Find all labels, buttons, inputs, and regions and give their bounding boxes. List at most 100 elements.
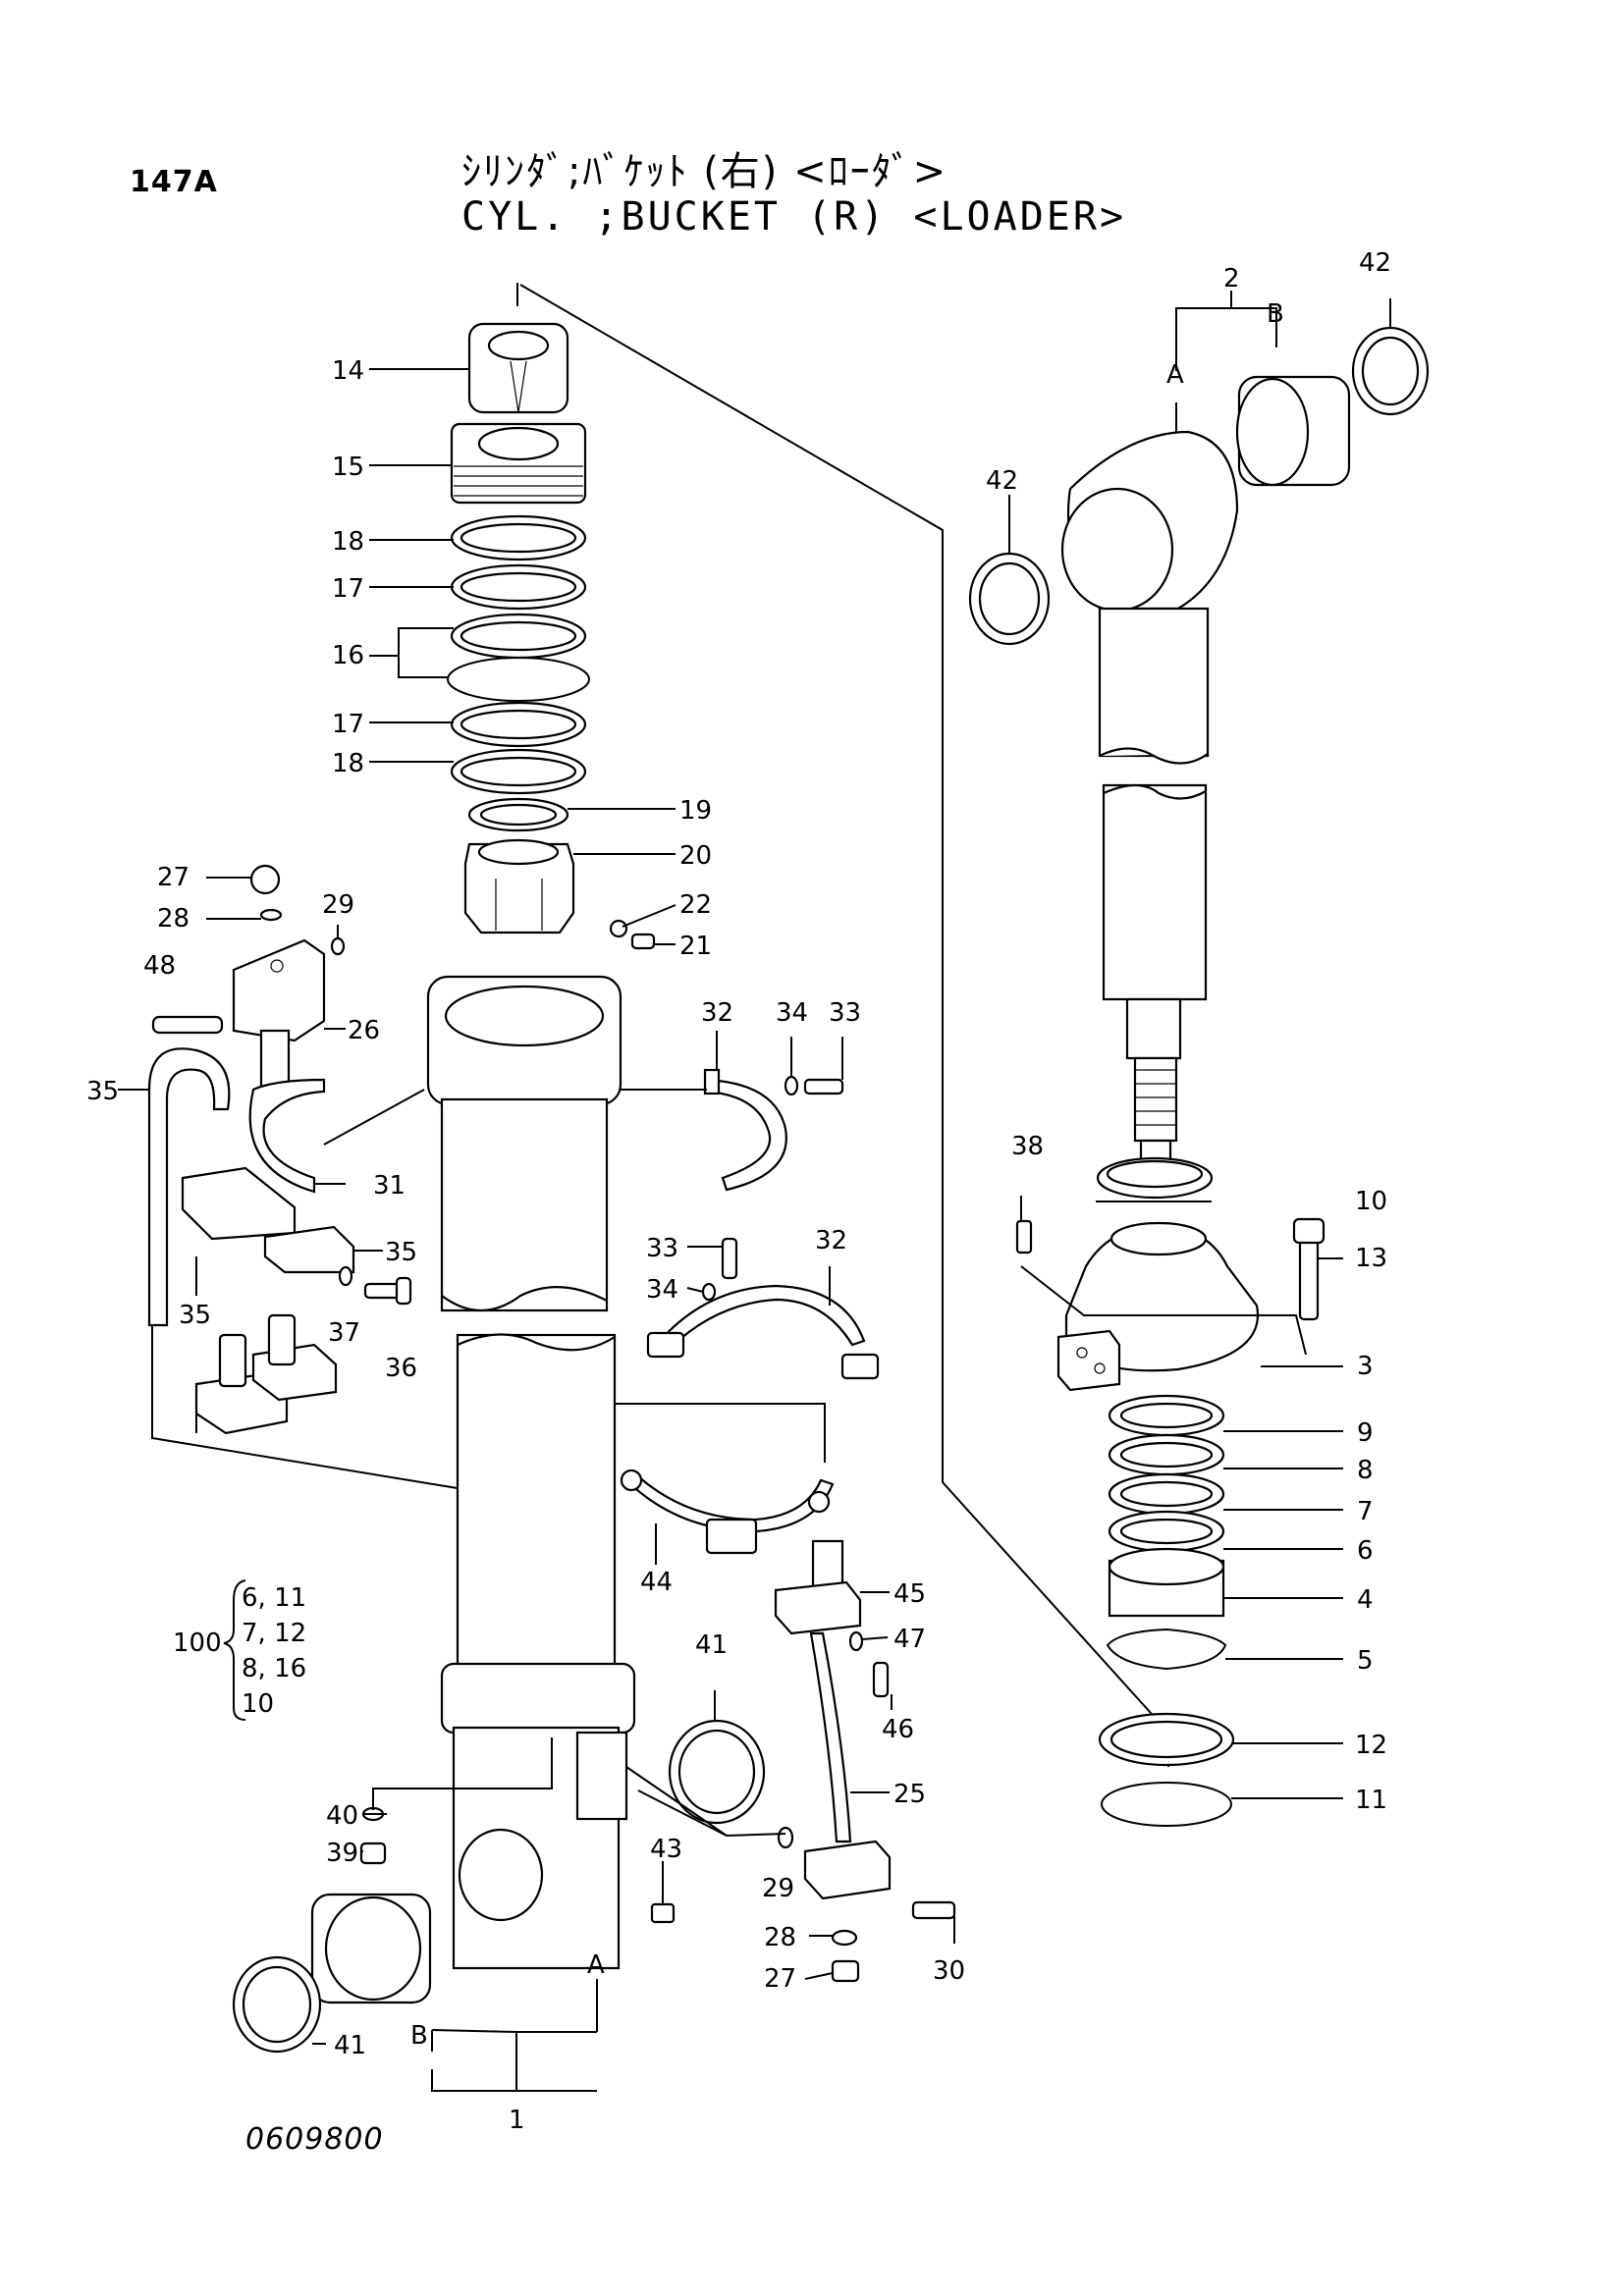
- callout-A-bottom: A: [587, 1950, 605, 1980]
- part-41-seal-mid: [668, 1719, 766, 1825]
- callout-32-mid: 32: [815, 1226, 847, 1255]
- kit-row-1: 6, 11: [242, 1583, 306, 1613]
- seal-stack-16-18: [447, 514, 590, 832]
- part-42-seal-right: [1351, 326, 1430, 416]
- callout-43: 43: [650, 1835, 682, 1864]
- callout-1: 1: [509, 2106, 525, 2135]
- callout-46: 46: [882, 1715, 914, 1744]
- callout-21: 21: [679, 932, 712, 961]
- callout-35-bottom: 35: [179, 1301, 211, 1330]
- callout-41-mid: 41: [695, 1630, 728, 1660]
- callout-28-bottom: 28: [764, 1923, 796, 1952]
- part-35-hose: [147, 1047, 231, 1327]
- cylinder-barrel: [426, 975, 636, 1970]
- part-14-bushing: [467, 322, 569, 414]
- kit-row-3: 8, 16: [242, 1654, 306, 1683]
- callout-27-bottom: 27: [764, 1964, 796, 1994]
- callout-36: 36: [385, 1354, 417, 1383]
- callout-32-top: 32: [701, 998, 733, 1028]
- part-45-block-tube-25: [774, 1539, 956, 1983]
- kit-row-2: 7, 12: [242, 1619, 306, 1648]
- callout-6: 6: [1357, 1536, 1374, 1566]
- callout-25: 25: [893, 1780, 926, 1809]
- part-42-seal-left: [968, 552, 1051, 646]
- callout-3: 3: [1357, 1352, 1374, 1381]
- callout-22: 22: [679, 890, 712, 920]
- callout-14: 14: [332, 356, 364, 386]
- callout-18-lower: 18: [332, 749, 364, 778]
- callout-37: 37: [328, 1318, 360, 1348]
- leader-lines: [118, 291, 1391, 2092]
- callout-35-mid: 35: [385, 1238, 417, 1267]
- callout-9: 9: [1357, 1418, 1374, 1448]
- part-26-block: [151, 864, 346, 1092]
- callout-2: 2: [1223, 264, 1240, 294]
- part-32-clamp-upper: [703, 1068, 844, 1192]
- callout-33-top: 33: [829, 998, 861, 1028]
- callout-B-bottom: B: [410, 2021, 428, 2051]
- callout-7: 7: [1357, 1497, 1374, 1526]
- part-41-bushing-lower: [232, 1893, 432, 2054]
- piston-seal-stack-4-9: [1106, 1394, 1227, 1671]
- callout-35-left: 35: [86, 1077, 119, 1106]
- rod-eye-and-rod: [1060, 430, 1239, 1164]
- part-36-37-bolt: [338, 1265, 412, 1306]
- part-15-head: [450, 422, 587, 505]
- callout-8: 8: [1357, 1456, 1374, 1485]
- callout-45: 45: [893, 1579, 926, 1609]
- callout-16: 16: [332, 641, 364, 670]
- part-44-clamp-bottom: [620, 1468, 835, 1555]
- callout-42-left: 42: [986, 466, 1018, 496]
- callout-17: 17: [332, 574, 364, 604]
- kit-row-4: 10: [242, 1689, 274, 1719]
- callout-39: 39: [326, 1839, 358, 1868]
- callout-27-top: 27: [157, 863, 189, 892]
- callout-31: 31: [373, 1171, 406, 1201]
- part-2B-bushing-top: [1235, 375, 1351, 487]
- title-japanese: ｼﾘﾝﾀﾞ;ﾊﾞｹｯﾄ (右) <ﾛｰﾀﾞ>: [461, 149, 948, 194]
- page-number: 147A: [130, 165, 218, 199]
- callout-40: 40: [326, 1801, 358, 1831]
- callout-33-mid: 33: [646, 1234, 678, 1263]
- callout-A-top: A: [1166, 360, 1184, 390]
- callout-13: 13: [1355, 1244, 1387, 1273]
- callout-34-mid: 34: [646, 1275, 678, 1305]
- part-20-nut: [463, 838, 575, 934]
- callout-19: 19: [679, 796, 712, 826]
- flange-fittings-lower-left: [194, 1313, 338, 1435]
- part-3-rod-cover: [1056, 1221, 1260, 1392]
- callout-5: 5: [1357, 1646, 1374, 1676]
- callout-10: 10: [1355, 1187, 1387, 1216]
- part-35-bracket: [181, 1166, 355, 1274]
- kit-100-group: 100 6, 11 7, 12 8, 16 10: [173, 1579, 306, 1721]
- callout-11: 11: [1355, 1786, 1387, 1815]
- part-10-ring: [1096, 1156, 1214, 1200]
- part-12-11-rings: [1098, 1712, 1235, 1827]
- part-21-22-setscrew-ball: [609, 919, 656, 950]
- callout-15: 15: [332, 453, 364, 482]
- callout-26: 26: [348, 1016, 380, 1045]
- callout-44: 44: [640, 1568, 673, 1597]
- callout-18: 18: [332, 527, 364, 557]
- callout-42-right: 42: [1359, 248, 1391, 278]
- drawing-number: 0609800: [245, 2122, 384, 2157]
- callout-labels: 14 15 18 17 16 17 18 19 20 22 21 27 28 2…: [86, 248, 1391, 2135]
- callout-48: 48: [143, 951, 176, 981]
- callout-29-bottom: 29: [762, 1874, 794, 1903]
- kit-number: 100: [173, 1629, 222, 1658]
- callout-B-top: B: [1267, 299, 1284, 329]
- part-13-bolt-38-fitting: [1015, 1217, 1325, 1321]
- callout-34-top: 34: [776, 998, 808, 1028]
- callout-41-bottom: 41: [334, 2031, 366, 2060]
- part-39-40-plug: [359, 1806, 387, 1865]
- callout-20: 20: [679, 841, 712, 871]
- title-english: CYL. ;BUCKET (R) <LOADER>: [461, 194, 1127, 240]
- callout-4: 4: [1357, 1585, 1374, 1615]
- callout-29-top: 29: [322, 890, 354, 920]
- callout-12: 12: [1355, 1731, 1387, 1760]
- callout-38: 38: [1011, 1132, 1044, 1161]
- part-31-clamp: [248, 1078, 326, 1194]
- callout-30: 30: [933, 1956, 965, 1986]
- part-32-clamp-lower: [646, 1237, 880, 1380]
